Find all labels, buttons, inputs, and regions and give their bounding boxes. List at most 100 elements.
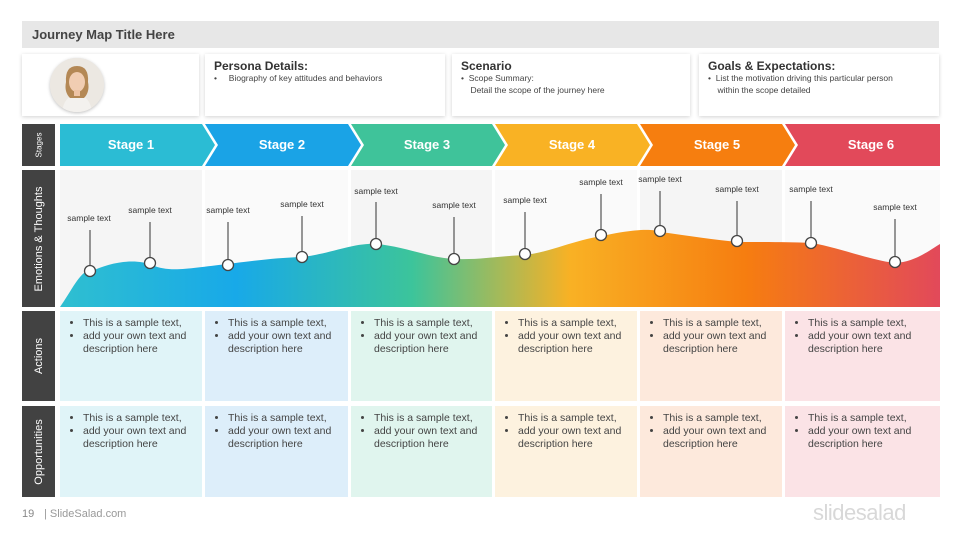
- action-item: add your own text and description here: [228, 330, 342, 356]
- row-label-emotions: Emotions & Thoughts: [22, 170, 55, 307]
- emotion-marker: [369, 237, 383, 251]
- emotion-marker: [295, 250, 309, 264]
- emotion-curve-fill: [60, 229, 940, 307]
- scenario-text: • Scope Summary: Detail the scope of the…: [461, 73, 605, 96]
- goals-text: • List the motivation driving this parti…: [708, 73, 893, 96]
- goals-line: • List the motivation driving this parti…: [708, 73, 893, 83]
- opportunity-cell-6: This is a sample text,add your own text …: [785, 406, 940, 497]
- emotion-marker: [804, 236, 818, 250]
- emotion-marker: [221, 258, 235, 272]
- row-label-actions: Actions: [22, 311, 55, 401]
- stage-chevron-3: [351, 124, 505, 166]
- opportunity-cell-1: This is a sample text,add your own text …: [60, 406, 202, 497]
- opportunity-item: This is a sample text,: [228, 412, 342, 425]
- emotion-text: sample text: [789, 184, 833, 194]
- scenario-line: • Scope Summary:: [461, 73, 534, 83]
- action-cell-4: This is a sample text,add your own text …: [495, 311, 637, 401]
- action-cell-6: This is a sample text,add your own text …: [785, 311, 940, 401]
- goals-line: within the scope detailed: [708, 84, 811, 95]
- emotion-marker: [594, 228, 608, 242]
- emotion-text: sample text: [715, 184, 759, 194]
- emotion-text: sample text: [638, 174, 682, 184]
- row-label-stages: Stages: [22, 124, 55, 166]
- stage-label-3: Stage 3: [403, 137, 451, 152]
- opportunity-cell-5: This is a sample text,add your own text …: [640, 406, 782, 497]
- goals-heading: Goals & Expectations:: [708, 59, 836, 73]
- opportunity-item: add your own text and description here: [663, 425, 776, 451]
- action-item: This is a sample text,: [663, 317, 776, 330]
- stage-label-2: Stage 2: [258, 137, 306, 152]
- action-item: This is a sample text,: [374, 317, 486, 330]
- emotion-text: sample text: [67, 213, 111, 223]
- action-item: This is a sample text,: [83, 317, 196, 330]
- emotion-marker: [447, 252, 461, 266]
- footer-site: | SlideSalad.com: [44, 508, 127, 520]
- opportunity-item: This is a sample text,: [518, 412, 631, 425]
- action-item: This is a sample text,: [808, 317, 934, 330]
- emotion-text: sample text: [579, 177, 623, 187]
- stage-chevron-6: [785, 124, 940, 166]
- emotion-marker: [518, 247, 532, 261]
- stage-banner: [60, 124, 940, 166]
- opportunity-item: add your own text and description here: [518, 425, 631, 451]
- emotion-text: sample text: [128, 205, 172, 215]
- brand-logo: slidesalad: [813, 500, 906, 525]
- opportunity-cell-2: This is a sample text,add your own text …: [205, 406, 348, 497]
- goals-panel: Goals & Expectations: • List the motivat…: [699, 54, 939, 116]
- action-cell-5: This is a sample text,add your own text …: [640, 311, 782, 401]
- emotion-text: sample text: [503, 195, 547, 205]
- action-cell-1: This is a sample text,add your own text …: [60, 311, 202, 401]
- page-number: 19: [22, 508, 35, 520]
- title-bar: Journey Map Title Here: [22, 21, 939, 48]
- opportunity-item: add your own text and description here: [808, 425, 934, 451]
- stage-chevron-2: [205, 124, 361, 166]
- action-item: add your own text and description here: [808, 330, 934, 356]
- row-label-emotions-text: Emotions & Thoughts: [32, 186, 45, 291]
- stage-chevron-4: [495, 124, 650, 166]
- opportunity-item: add your own text and description here: [83, 425, 196, 451]
- stage-label-5: Stage 5: [693, 137, 741, 152]
- emotion-marker: [83, 264, 97, 278]
- emotion-curve-chart: [60, 170, 940, 307]
- row-label-stages-text: Stages: [34, 132, 43, 158]
- row-label-opportunities-text: Opportunities: [32, 418, 45, 485]
- stage-label-4: Stage 4: [548, 137, 596, 152]
- action-item: add your own text and description here: [518, 330, 631, 356]
- page-title: Journey Map Title Here: [32, 27, 175, 42]
- opportunity-cell-4: This is a sample text,add your own text …: [495, 406, 637, 497]
- stage-label-6: Stage 6: [847, 137, 895, 152]
- emotion-marker: [730, 234, 744, 248]
- persona-details-panel: Persona Details: • Biography of key atti…: [205, 54, 445, 116]
- action-item: add your own text and description here: [374, 330, 486, 356]
- action-item: This is a sample text,: [518, 317, 631, 330]
- scenario-heading: Scenario: [461, 59, 512, 73]
- avatar: [50, 58, 104, 112]
- emotion-text: sample text: [873, 202, 917, 212]
- opportunity-cell-3: This is a sample text,add your own text …: [351, 406, 492, 497]
- stage-chevron-1: [60, 124, 215, 166]
- scenario-panel: Scenario • Scope Summary: Detail the sco…: [452, 54, 690, 116]
- action-item: This is a sample text,: [228, 317, 342, 330]
- action-cell-3: This is a sample text,add your own text …: [351, 311, 492, 401]
- emotion-text: sample text: [280, 199, 324, 209]
- emotion-marker: [653, 224, 667, 238]
- row-label-actions-text: Actions: [32, 337, 45, 375]
- persona-line: • Biography of key attitudes and behavio…: [214, 73, 383, 83]
- opportunity-item: This is a sample text,: [83, 412, 196, 425]
- emotion-marker: [143, 256, 157, 270]
- stage-label-1: Stage 1: [107, 137, 155, 152]
- action-item: add your own text and description here: [663, 330, 776, 356]
- opportunity-item: This is a sample text,: [808, 412, 934, 425]
- emotion-text: sample text: [354, 186, 398, 196]
- opportunity-item: add your own text and description here: [228, 425, 342, 451]
- stage-chevron-5: [640, 124, 795, 166]
- persona-text: • Biography of key attitudes and behavio…: [214, 73, 382, 85]
- emotion-text: sample text: [432, 200, 476, 210]
- row-label-opportunities: Opportunities: [22, 406, 55, 497]
- persona-heading: Persona Details:: [214, 59, 309, 73]
- action-cell-2: This is a sample text,add your own text …: [205, 311, 348, 401]
- persona-photo-icon: [50, 58, 104, 112]
- emotion-marker: [888, 255, 902, 269]
- scenario-line: Detail the scope of the journey here: [461, 84, 605, 95]
- opportunity-item: add your own text and description here: [374, 425, 486, 451]
